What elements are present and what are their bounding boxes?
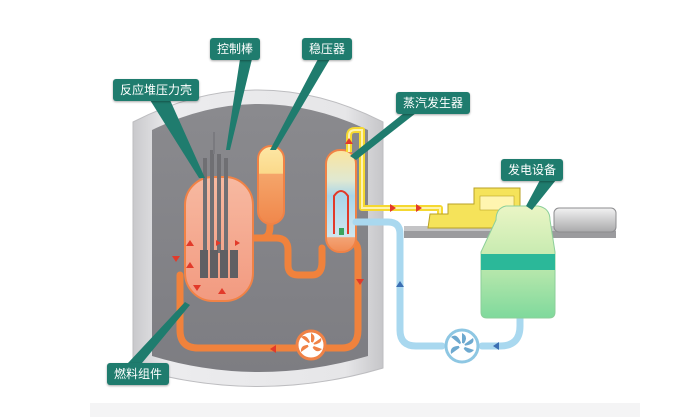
reactor-shell-label: 反应堆压力壳 bbox=[113, 79, 200, 101]
primary-pump-icon bbox=[295, 329, 327, 361]
steam-generator bbox=[325, 149, 357, 253]
ground-shadow bbox=[90, 403, 640, 417]
steam-line-inner bbox=[348, 129, 441, 218]
feedwater-pump-icon bbox=[444, 328, 480, 364]
fuel-assembly bbox=[200, 250, 238, 278]
vessel-flow-arrows bbox=[172, 240, 364, 353]
feedwater-arrows bbox=[396, 281, 499, 350]
callout-leaders bbox=[128, 59, 556, 363]
control-rods-label: 控制棒 bbox=[210, 38, 261, 60]
steam-flow-arrows bbox=[345, 138, 422, 212]
power-equipment-label: 发电设备 bbox=[501, 159, 564, 181]
pressurizer-label: 稳压器 bbox=[302, 38, 353, 60]
control-rods bbox=[203, 132, 228, 253]
power-equipment bbox=[480, 205, 556, 319]
generator-drum bbox=[553, 207, 617, 233]
fuel-assembly-label: 燃料组件 bbox=[107, 363, 170, 385]
steam-generator-label: 蒸汽发生器 bbox=[396, 92, 471, 114]
pressurizer bbox=[257, 145, 285, 225]
